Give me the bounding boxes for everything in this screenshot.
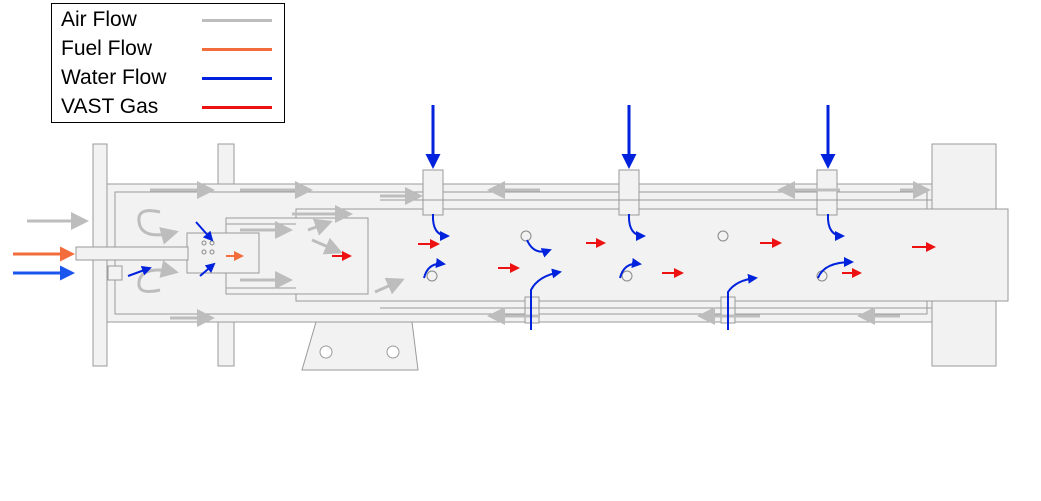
legend-item-fuel: Fuel Flow [52, 35, 284, 64]
combustor-structure [75, 143, 1009, 371]
water-inlet-stub [107, 265, 123, 281]
legend-label: Air Flow [61, 8, 137, 31]
support-stand [301, 321, 419, 371]
stand-hole-left [319, 345, 333, 359]
fuel-nozzle-tube [75, 246, 189, 261]
legend-swatch [202, 48, 272, 51]
legend: Air Flow Fuel Flow Water Flow VAST Gas [51, 3, 285, 123]
water-port-2 [618, 169, 640, 216]
water-flow-arrows [127, 105, 854, 330]
legend-swatch [202, 19, 272, 22]
injector-head [186, 232, 260, 274]
water-port-3 [816, 169, 838, 216]
legend-label: VAST Gas [61, 95, 159, 118]
legend-label: Fuel Flow [61, 37, 153, 60]
combustion-liner [295, 208, 1009, 302]
water-port-1 [422, 169, 444, 216]
legend-item-water: Water Flow [52, 64, 284, 93]
legend-item-vast: VAST Gas [52, 93, 284, 122]
stand-hole-right [386, 345, 400, 359]
legend-label: Water Flow [61, 66, 167, 89]
legend-swatch [202, 106, 272, 109]
air-flow-arrows [27, 181, 931, 327]
legend-item-air: Air Flow [52, 6, 284, 35]
legend-swatch [202, 77, 272, 80]
vast-gas-arrows [332, 238, 936, 278]
fuel-flow-arrows [13, 246, 244, 281]
